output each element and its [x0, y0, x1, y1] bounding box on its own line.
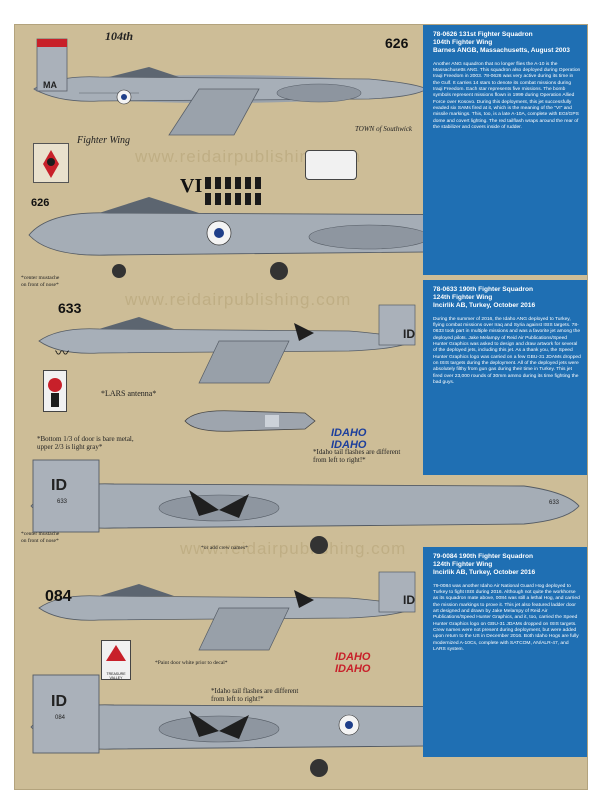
panel-626-body: Another ANG squadron that no longer flie… — [433, 61, 581, 131]
decal-sheet: www.reidairpublishing.com www.reidairpub… — [14, 24, 588, 790]
gbu-31-jdam-decal — [184, 410, 316, 432]
fighter-wing-logo-text: Fighter Wing — [77, 135, 131, 146]
mustache-icon-633: 〰 — [55, 345, 69, 361]
sam-evade-count: VI — [180, 175, 203, 197]
treasure-valley-badge-text: TREASURE VALLEY — [106, 672, 126, 680]
ladder-door-art-084: TREASURE VALLEY — [101, 640, 131, 680]
note-lars-antenna: *LARS antenna* — [101, 389, 157, 398]
ladder-door-skull-art-633 — [43, 370, 67, 412]
fighter-wing-emblem — [33, 143, 69, 183]
note-center-mustache-633: *center mustache on front of nose* — [21, 275, 60, 288]
panel-633-heading: 78-0633 190th Fighter Squadron 124th Fig… — [433, 286, 536, 310]
aircraft-084-top — [38, 571, 416, 651]
note-center-mustache-084: *center mustache on front of nose* — [21, 531, 60, 544]
wing-shield-badge — [305, 150, 357, 180]
idaho-flash-633: IDAHO IDAHO — [331, 427, 401, 451]
note-paint-door: *Paint door white prior to decal* — [155, 660, 228, 666]
state-code-id-633-large: ID — [51, 477, 67, 494]
state-code-id-084-top: ID — [403, 593, 415, 607]
state-code-id-633-top: ID — [403, 327, 415, 341]
aircraft-633-top — [38, 304, 416, 384]
idaho-flash-text-084-a: IDAHO — [335, 651, 371, 663]
description-panel-626: 78-0626 131st Fighter Squadron 104th Fig… — [423, 25, 587, 275]
nose-serial-626-large: 626 — [31, 197, 50, 209]
watermark-1: www.reidairpublishing.com — [135, 147, 362, 166]
description-panel-084: 79-0084 190th Fighter Squadron 124th Fig… — [423, 547, 587, 757]
nose-serial-084: 084 — [45, 588, 72, 605]
watermark-3: www.reidairpublishing.com — [180, 539, 407, 558]
aircraft-633-side — [30, 459, 580, 554]
nose-serial-633: 633 — [58, 300, 82, 316]
idaho-flash-text-084-b: IDAHO — [335, 663, 371, 675]
state-code-ma-small: MA — [43, 80, 57, 90]
town-southwick-label: TOWN of Southwick — [355, 125, 413, 133]
note-idaho-flash-084: *Idaho tail flashes are different from l… — [211, 687, 299, 704]
note-door-metal: *Bottom 1/3 of door is bare metal, upper… — [37, 435, 134, 452]
tail-serial-633: 633 — [57, 499, 68, 505]
panel-084-body: 79-0084 was another Idaho Air National G… — [433, 583, 580, 653]
aircraft-626-left-side — [33, 38, 428, 136]
idaho-flash-text-633-b: IDAHO — [331, 439, 367, 451]
note-idaho-flash-633: *Idaho tail flashes are different from l… — [313, 448, 401, 465]
panel-084-heading: 79-0084 190th Fighter Squadron 124th Fig… — [433, 553, 536, 577]
nose-serial-633-small: 633 — [549, 500, 560, 506]
idaho-flash-text-633-a: IDAHO — [331, 427, 367, 439]
panel-633-body: During the summer of 2016, the Idaho ANG… — [433, 316, 581, 386]
nose-serial-626-top: 626 — [385, 35, 409, 51]
note-crew-names: *or add crew names* — [201, 545, 248, 551]
description-panel-633: 78-0633 190th Fighter Squadron 124th Fig… — [423, 280, 587, 475]
tail-serial-084: 084 — [55, 715, 66, 721]
tail-text-104th: 104th — [105, 29, 134, 43]
panel-626-heading: 78-0626 131st Fighter Squadron 104th Fig… — [433, 31, 570, 55]
state-code-id-084-large: ID — [51, 693, 67, 710]
idaho-flash-084: IDAHO IDAHO — [335, 651, 405, 675]
watermark-2: www.reidairpublishing.com — [125, 290, 352, 309]
